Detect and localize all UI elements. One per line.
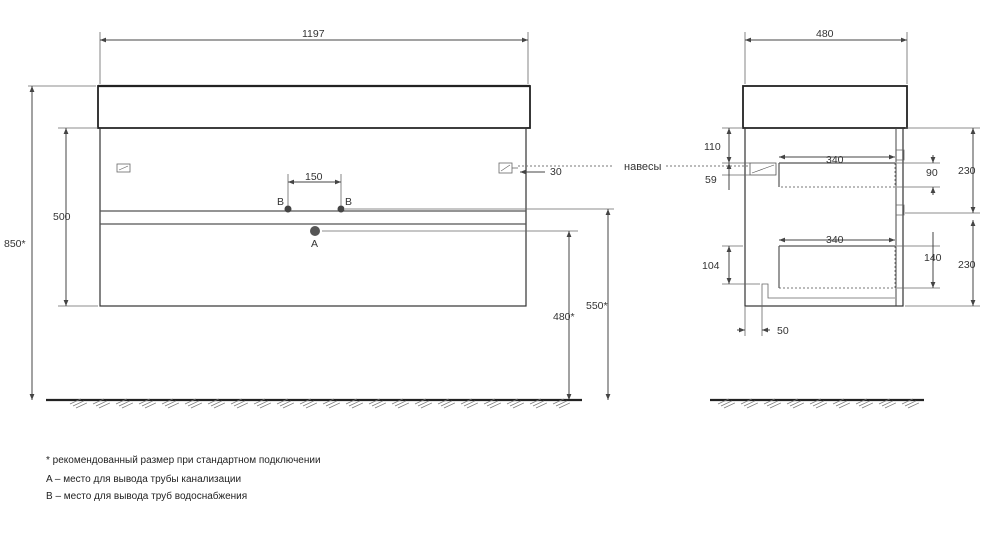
pipe-spacing-label: 150: [305, 171, 323, 183]
upper-drawer-height-label: 90: [926, 167, 938, 179]
front-total-height-label: 850*: [4, 238, 26, 250]
drain-height-label: 480*: [553, 311, 575, 323]
side-hinge-icon: [749, 162, 777, 176]
front-cabinet-body: [99, 127, 527, 307]
side-depth-label: 480: [816, 28, 834, 40]
water-pipe-left-label: B: [277, 196, 284, 208]
drain-pipe-label: A: [311, 238, 318, 250]
front-view: B B A 1197 850* 500 150 30 480*: [4, 28, 614, 409]
water-pipe-left-marker: [284, 205, 292, 213]
legend-note-drain: A – место для вывода трубы канализации: [46, 474, 242, 485]
front-countertop: [97, 85, 531, 129]
side-countertop: [742, 85, 908, 129]
upper-drawer-outline: [778, 162, 896, 188]
bottom-offset-label: 104: [702, 260, 720, 272]
upper-drawer-depth-label: 340: [826, 154, 844, 166]
side-view: навесы 480 110: [624, 28, 980, 409]
hinge-size-label: 59: [705, 174, 717, 186]
water-height-label: 550*: [586, 300, 608, 312]
side-cabinet-body: [744, 127, 904, 307]
hinge-offset-label: 30: [550, 166, 562, 178]
front-width-label: 1197: [302, 28, 325, 40]
lower-drawer-depth-label: 340: [826, 234, 844, 246]
lower-drawer-height-label: 140: [924, 252, 942, 264]
lower-section-label: 230: [958, 259, 976, 271]
lower-drawer-outline: [778, 245, 896, 289]
upper-section-label: 230: [958, 165, 976, 177]
side-floor-hatch: [717, 398, 920, 409]
front-floor-hatch: [69, 398, 571, 409]
top-offset-label: 110: [704, 141, 721, 153]
drain-pipe-marker: [310, 226, 320, 236]
recess-label: 50: [777, 325, 789, 337]
front-body-height-label: 500: [53, 211, 71, 223]
water-pipe-right-marker: [337, 205, 345, 213]
legend-note-recommended: * рекомендованный размер при стандартном…: [46, 455, 321, 466]
left-hinge-icon: [116, 163, 131, 173]
right-hinge-icon: [498, 162, 513, 174]
legend-note-water: B – место для вывода труб водоснабжения: [46, 491, 248, 502]
water-pipe-right-label: B: [345, 196, 352, 208]
hinges-label: навесы: [624, 161, 662, 173]
